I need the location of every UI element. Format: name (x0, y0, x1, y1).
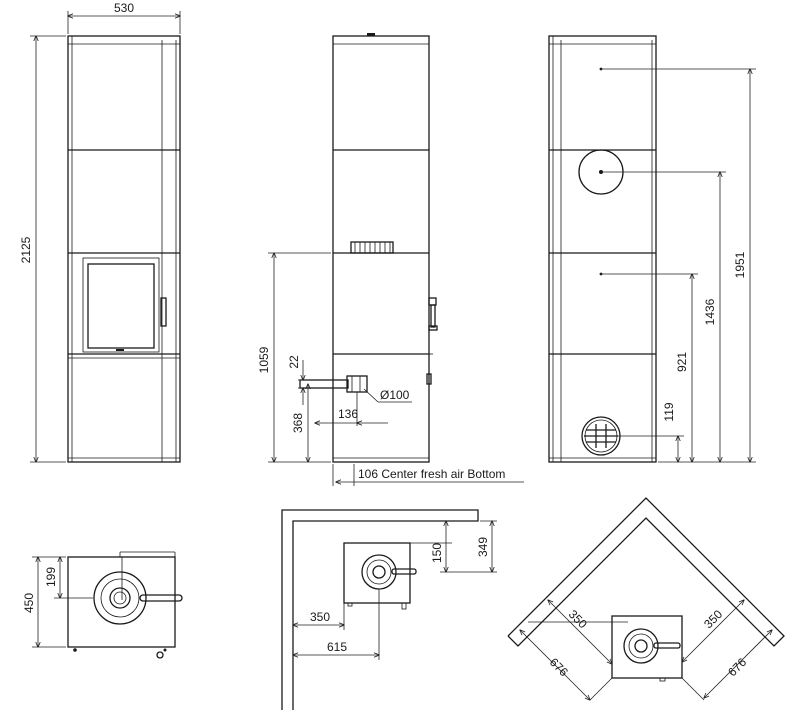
plan-freestanding-dimensions: 450 199 (22, 557, 93, 647)
side-offset-136-label: 136 (338, 407, 358, 421)
front-height-dimension: 2125 (19, 36, 66, 462)
plan-wall-150-label: 150 (430, 543, 444, 563)
side-fresh-air-note: 106 Center fresh air Bottom (358, 467, 505, 481)
front-height-label: 2125 (19, 236, 33, 263)
plan-wall (281, 509, 479, 710)
plan-wall-dimensions: 349 150 350 615 (293, 521, 497, 660)
plan-corner-dimensions: 350 350 676 676 (520, 600, 772, 700)
plan-freestanding-depth-label: 450 (22, 593, 36, 613)
side-pipe-22-label: 22 (287, 355, 301, 369)
plan-freestanding (67, 551, 183, 659)
rear-height-921-label: 921 (675, 352, 689, 372)
plan-corner (507, 497, 785, 682)
side-pipe-dimensions: 136 Ø100 106 Center fresh air Bottom (315, 388, 524, 486)
plan-corner-350-right-label: 350 (701, 607, 725, 631)
plan-wall-350-label: 350 (310, 610, 330, 624)
side-height-dimensions: 1059 22 368 (257, 253, 331, 462)
rear-height-119-label: 119 (662, 402, 676, 421)
plan-corner-676-right-label: 676 (725, 655, 749, 679)
rear-height-1436-label: 1436 (703, 298, 717, 325)
side-view (299, 33, 438, 463)
plan-corner-676-left-label: 676 (547, 655, 571, 679)
plan-wall-349-label: 349 (476, 537, 490, 557)
front-view (67, 35, 181, 463)
side-height-1059-label: 1059 (257, 346, 271, 373)
plan-wall-615-label: 615 (327, 640, 347, 654)
side-diameter-label: Ø100 (380, 388, 410, 402)
side-height-368-label: 368 (291, 413, 305, 433)
rear-view (548, 35, 657, 463)
plan-freestanding-offset-label: 199 (44, 567, 58, 587)
rear-height-dimensions: 1951 1436 921 119 (601, 69, 756, 462)
front-width-label: 530 (114, 1, 134, 15)
front-width-dimension: 530 (68, 1, 180, 34)
rear-height-1951-label: 1951 (733, 251, 747, 278)
plan-corner-350-left-label: 350 (566, 607, 590, 631)
